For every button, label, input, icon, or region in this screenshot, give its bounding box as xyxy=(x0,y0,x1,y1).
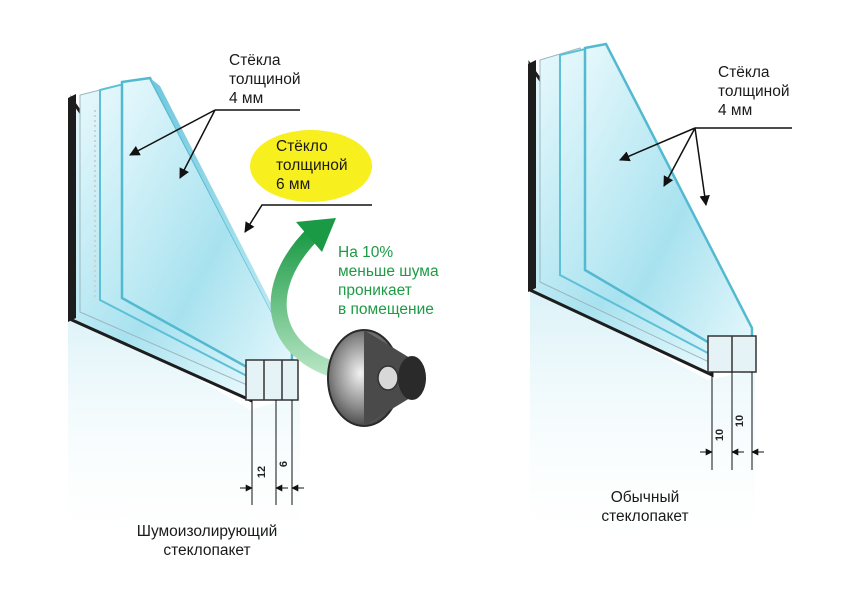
right-dimensions xyxy=(700,372,764,470)
right-gap-1-dimension: 10 xyxy=(714,428,727,442)
left-frame-edge xyxy=(68,94,76,322)
right-callouts xyxy=(619,127,792,207)
noise-reduction-note: На 10% меньше шума проникает в помещение xyxy=(338,244,439,318)
curved-arrow-icon xyxy=(270,224,363,383)
left-glass-unit xyxy=(68,76,300,560)
left-pane-dimension: 6 xyxy=(278,460,291,468)
left-glass-6mm-label: Стёкло толщиной 6 мм xyxy=(276,138,348,193)
right-reflection xyxy=(530,285,755,560)
left-glass-4mm-label: Стёкла толщиной 4 мм xyxy=(229,52,301,107)
left-4mm-arrow-2 xyxy=(179,109,216,179)
right-4mm-arrow-2 xyxy=(663,127,696,187)
right-caption: Обычный стеклопакет xyxy=(601,489,689,525)
left-caption: Шумоизолирующий стеклопакет xyxy=(136,523,278,559)
left-reflection xyxy=(68,300,300,560)
left-bottom-profile xyxy=(245,359,299,401)
left-6mm-arrow xyxy=(244,204,372,233)
left-callouts xyxy=(129,109,372,233)
right-gap-2-dimension: 10 xyxy=(734,414,747,428)
highlight-badge xyxy=(250,130,372,202)
speaker-icon xyxy=(327,329,426,427)
right-glass-4mm-label: Стёкла толщиной 4 мм xyxy=(718,64,790,119)
right-4mm-arrow-1 xyxy=(619,127,696,162)
left-dimensions xyxy=(240,400,304,505)
left-front-edge xyxy=(150,78,296,352)
curved-arrow-head xyxy=(296,218,336,252)
left-4mm-arrow-1 xyxy=(129,109,216,156)
right-4mm-arrow-3 xyxy=(694,127,710,207)
right-glass-unit xyxy=(528,42,757,560)
left-gap-dimension: 12 xyxy=(256,465,269,479)
right-frame-edge xyxy=(528,60,536,292)
